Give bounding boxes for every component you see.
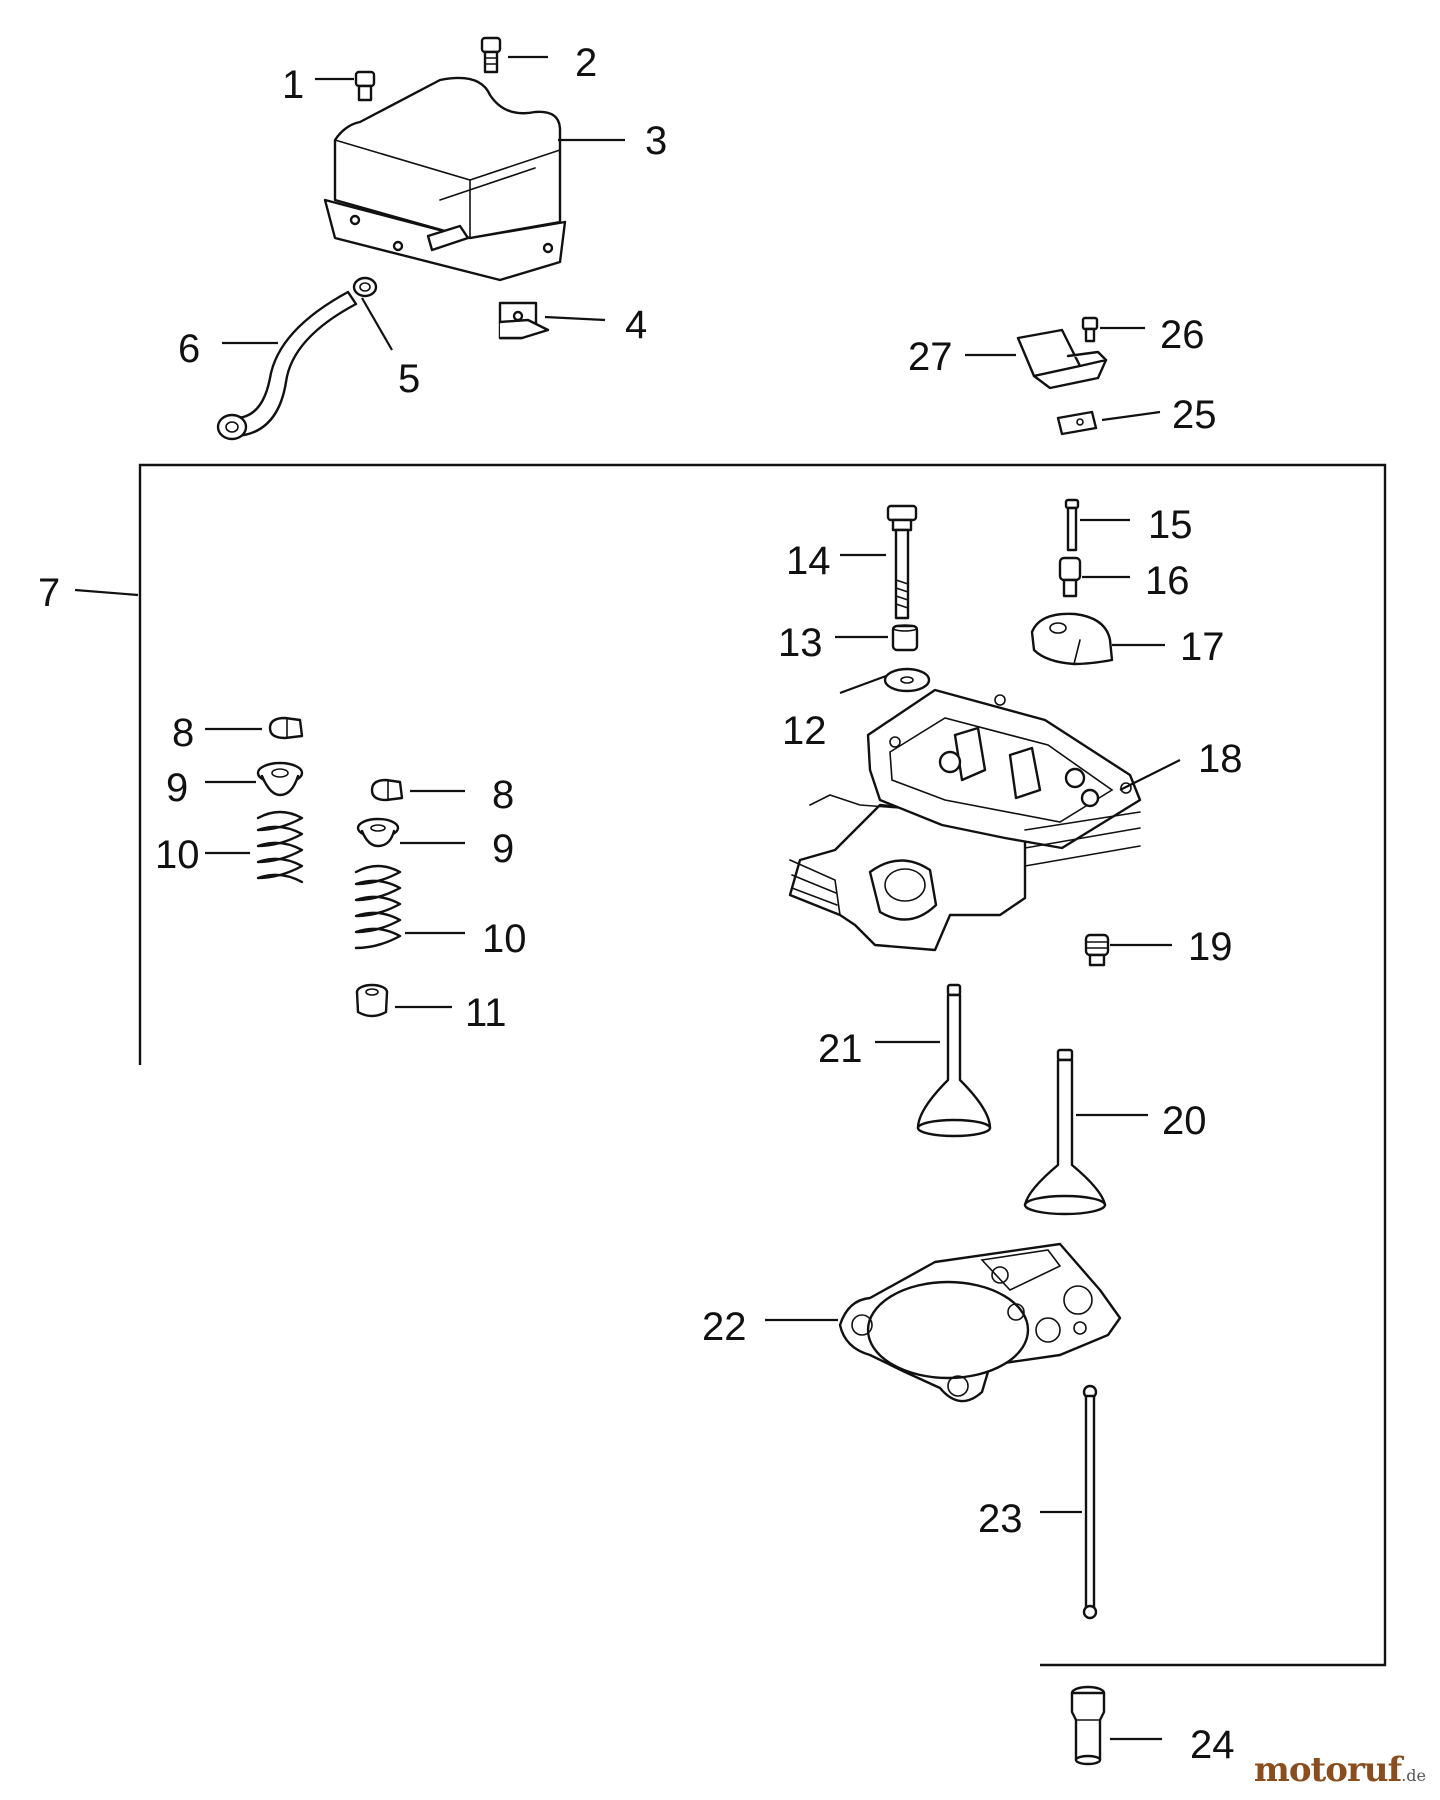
- callout-9-left: 9: [166, 766, 188, 810]
- callout-25: 25: [1172, 393, 1217, 437]
- part-12-washer: [883, 667, 931, 693]
- callout-11: 11: [465, 991, 507, 1035]
- watermark-logo: motoruf.de: [1254, 1750, 1426, 1790]
- part-4-bracket: [498, 301, 550, 340]
- callout-23: 23: [978, 1497, 1023, 1541]
- callout-7: 7: [38, 571, 60, 615]
- callout-16: 16: [1145, 559, 1190, 603]
- part-10-spring-left: [256, 810, 304, 884]
- part-24-tappet: [1070, 1685, 1106, 1766]
- callout-26: 26: [1160, 313, 1205, 357]
- callout-15: 15: [1148, 503, 1193, 547]
- part-22-head-gasket: [838, 1242, 1122, 1403]
- watermark-name: motoruf: [1253, 1750, 1402, 1790]
- callout-18: 18: [1198, 737, 1243, 781]
- part-19-plug: [1084, 933, 1110, 967]
- callout-20: 20: [1162, 1099, 1207, 1143]
- callout-10-right: 10: [482, 917, 527, 961]
- part-8-keeper-left: [268, 716, 304, 740]
- watermark-suffix: .de: [1401, 1766, 1426, 1785]
- part-1-screw: [354, 70, 376, 102]
- part-21-intake-valve: [916, 983, 992, 1138]
- part-17-rocker-arm: [1030, 612, 1114, 666]
- part-10-spring-right: [354, 864, 402, 950]
- callout-3: 3: [645, 119, 667, 163]
- part-20-exhaust-valve: [1023, 1048, 1107, 1216]
- part-3-valve-cover: [323, 76, 567, 282]
- callout-13: 13: [778, 621, 823, 665]
- callout-14: 14: [786, 539, 831, 583]
- callout-6: 6: [178, 327, 200, 371]
- callout-27: 27: [908, 335, 953, 379]
- callout-12: 12: [782, 709, 827, 753]
- part-16-nut: [1058, 556, 1082, 598]
- callout-labels: 1 2 3 4 5 6 7 8 9 10 8 9 10 11 12 13 14 …: [38, 41, 1243, 1767]
- part-9-retainer-right: [356, 817, 400, 848]
- part-9-retainer-left: [256, 761, 304, 797]
- callout-9-right: 9: [492, 827, 514, 871]
- part-25-washer: [1056, 410, 1098, 436]
- part-11-valve-seal: [355, 983, 389, 1018]
- callout-5: 5: [398, 357, 420, 401]
- callout-17: 17: [1180, 625, 1225, 669]
- part-15-pin: [1064, 498, 1080, 552]
- part-6-hose: [216, 290, 358, 441]
- callout-1: 1: [282, 63, 304, 107]
- callout-19: 19: [1188, 925, 1233, 969]
- part-5-clamp: [352, 276, 378, 298]
- part-27-shield: [1016, 328, 1108, 390]
- callout-10-left: 10: [155, 833, 200, 877]
- part-2-bolt: [480, 36, 502, 74]
- part-8-keeper-right: [370, 778, 404, 802]
- part-18-cylinder-head: [788, 688, 1142, 952]
- callout-22: 22: [702, 1305, 747, 1349]
- leader-lines: [74, 55, 1181, 1741]
- part-14-head-bolt: [886, 504, 918, 620]
- callout-8-left: 8: [172, 711, 194, 755]
- assembly-frame: [138, 463, 1387, 1667]
- part-23-push-rod: [1082, 1384, 1098, 1620]
- callout-21: 21: [818, 1027, 863, 1071]
- callout-4: 4: [625, 303, 647, 347]
- part-26-screw: [1081, 316, 1099, 343]
- callout-2: 2: [575, 41, 597, 85]
- callout-24: 24: [1190, 1723, 1235, 1767]
- part-13-spacer: [891, 624, 919, 652]
- callout-8-right: 8: [492, 773, 514, 817]
